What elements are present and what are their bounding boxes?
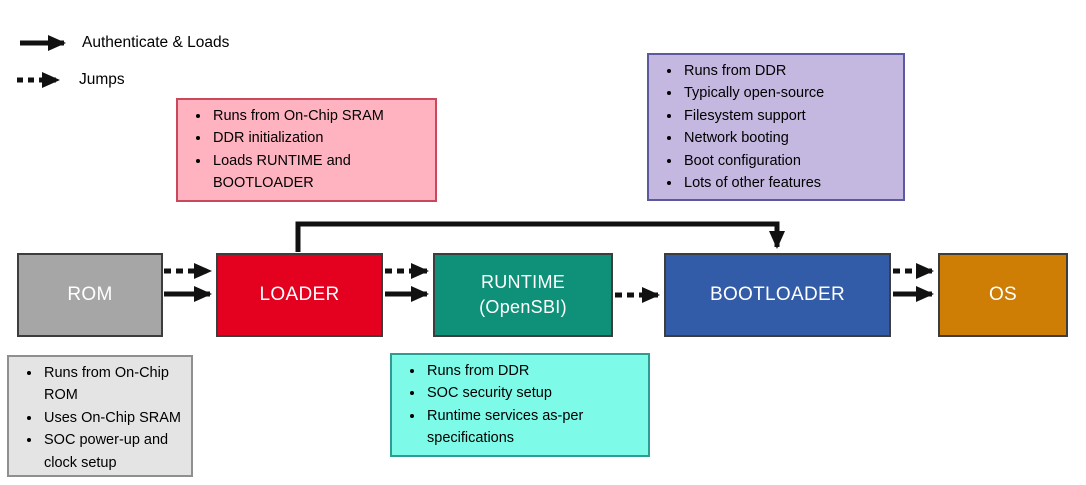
bootloader-note-list: Runs from DDRTypically open-sourceFilesy… (649, 60, 903, 194)
node-runtime: RUNTIME (OpenSBI) (433, 253, 613, 337)
node-bootloader-label: BOOTLOADER (710, 284, 845, 305)
loader-note: Runs from On-Chip SRAMDDR initialization… (176, 98, 437, 202)
node-runtime-sublabel: (OpenSBI) (479, 297, 567, 317)
node-rom: ROM (17, 253, 163, 337)
node-bootloader: BOOTLOADER (664, 253, 891, 337)
bullet-item: Typically open-source (682, 82, 903, 104)
loader-note-list: Runs from On-Chip SRAMDDR initialization… (178, 105, 435, 195)
legend-jumps-label: Jumps (79, 71, 125, 88)
arrow-loader-bootloader-loads (295, 221, 785, 252)
bullet-item: Boot configuration (682, 150, 903, 172)
node-os: OS (938, 253, 1068, 337)
bullet-item: SOC power-up and clock setup (42, 429, 191, 474)
bullet-item: Runtime services as-per specifications (425, 405, 648, 450)
bullet-item: Runs from DDR (425, 360, 648, 382)
bullet-item: SOC security setup (425, 382, 648, 404)
node-loader-label: LOADER (259, 284, 340, 305)
bullet-item: Filesystem support (682, 105, 903, 127)
runtime-note: Runs from DDRSOC security setupRuntime s… (390, 353, 650, 457)
bullet-item: Lots of other features (682, 172, 903, 194)
bullet-item: Network booting (682, 127, 903, 149)
node-os-label: OS (988, 284, 1018, 305)
bullet-item: Runs from DDR (682, 60, 903, 82)
bullet-item: Loads RUNTIME and BOOTLOADER (211, 150, 435, 195)
rom-note-list: Runs from On-Chip ROMUses On-Chip SRAMSO… (9, 362, 191, 474)
rom-note: Runs from On-Chip ROMUses On-Chip SRAMSO… (7, 355, 193, 477)
bootloader-note: Runs from DDRTypically open-sourceFilesy… (647, 53, 905, 201)
runtime-note-list: Runs from DDRSOC security setupRuntime s… (392, 360, 648, 450)
bullet-item: DDR initialization (211, 127, 435, 149)
bullet-item: Uses On-Chip SRAM (42, 407, 191, 429)
bullet-item: Runs from On-Chip SRAM (211, 105, 435, 127)
node-rom-label: ROM (67, 284, 113, 305)
legend-authenticate-loads-label: Authenticate & Loads (82, 34, 230, 51)
node-runtime-label: RUNTIME (480, 272, 566, 292)
node-loader: LOADER (216, 253, 383, 337)
bullet-item: Runs from On-Chip ROM (42, 362, 191, 407)
